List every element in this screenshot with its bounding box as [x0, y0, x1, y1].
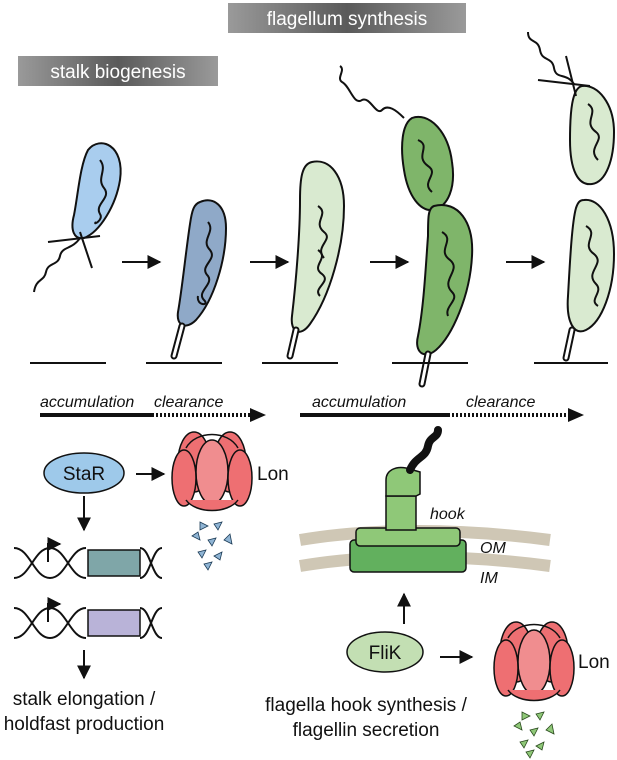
im-label: IM [480, 570, 498, 587]
cell-swarmer-chromosome [94, 159, 107, 225]
right-outcome-line2: flagellin secretion [293, 720, 440, 741]
hook-label: hook [430, 506, 466, 523]
om-label: OM [480, 540, 506, 557]
flik-node: FliK [346, 631, 424, 673]
cell-predivisional-2-bottom [416, 204, 474, 356]
cell-predivisional-2 [339, 65, 474, 388]
timeline-left-accumulation-label: accumulation [40, 394, 134, 411]
flagellin-filament [406, 426, 442, 474]
cell-daughter-stalked-chromosome [585, 225, 600, 307]
lon-label-left: Lon [257, 464, 289, 485]
lon-protease-right [493, 621, 575, 702]
cell-swarmer [33, 142, 122, 293]
rod [385, 495, 417, 531]
timeline-right-accumulation-label: accumulation [312, 394, 406, 411]
cell-predivisional-1-stalk [288, 328, 298, 358]
gene-1-promoter-arrow [47, 537, 62, 562]
cell-predivisional-1-body [290, 160, 346, 333]
lon-protease-left [171, 431, 253, 512]
timeline-right: accumulation clearance [300, 394, 584, 422]
timeline-left-clearance-label: clearance [154, 394, 223, 411]
degraded-fragments-right [513, 711, 555, 759]
cell-predivisional-2-flagellum [339, 65, 405, 119]
banner-stalk-bg [18, 56, 218, 86]
left-outcome-line1: stalk elongation / [13, 689, 156, 710]
cell-daughter-swarmer-flagellum [527, 31, 575, 85]
cell-daughter-swarmer [527, 31, 616, 186]
gene-2-box [87, 609, 141, 637]
cell-predivisional-2-chromosome-top [417, 139, 433, 193]
timeline-right-arrowhead [568, 408, 584, 422]
cell-stalked-1-body [176, 199, 228, 327]
gene-2-promoter-arrow [47, 597, 62, 622]
hook-structure [385, 466, 421, 497]
timeline-right-clearance-label: clearance [466, 394, 535, 411]
gene-2 [13, 597, 163, 640]
banner-flagellum-text: flagellum synthesis [267, 9, 428, 30]
cell-predivisional-1-chromosome-b [317, 249, 326, 297]
star-ellipse [43, 452, 125, 494]
cell-swarmer-pili [47, 235, 101, 243]
gene-1 [13, 537, 163, 580]
cell-daughter-swarmer-pili-2 [565, 55, 577, 97]
flagellar-basal-body [349, 426, 467, 573]
cell-predivisional-2-stalk [420, 352, 430, 386]
cell-daughter-swarmer-chromosome [587, 103, 600, 161]
cell-swarmer-flagellum [33, 237, 81, 293]
banner-flagellum-bg [228, 3, 466, 33]
timeline-left-arrowhead [250, 408, 266, 422]
cell-swarmer-body [71, 142, 122, 240]
cell-stalked-1-chromosome [196, 221, 213, 306]
cell-daughter-swarmer-body [568, 84, 616, 186]
cell-daughter-swarmer-pili-1 [537, 79, 591, 87]
cell-daughter-stalked [534, 198, 616, 364]
cell-daughter-stalked-stalk [564, 328, 574, 360]
banner-stalk-biogenesis: stalk biogenesis [18, 56, 218, 86]
star-label: StaR [63, 464, 105, 485]
banner-stalk-text: stalk biogenesis [50, 62, 185, 83]
cell-predivisional-2-top [401, 115, 454, 212]
flik-label: FliK [369, 643, 402, 664]
right-outcome-line1: flagella hook synthesis / [265, 695, 467, 716]
gene-1-box [87, 549, 141, 577]
left-outcome-line2: holdfast production [4, 714, 165, 735]
star-node: StaR [43, 452, 125, 494]
lon-label-right: Lon [578, 652, 610, 673]
timeline-left: accumulation clearance [40, 394, 266, 422]
banner-flagellum-synthesis: flagellum synthesis [228, 3, 466, 33]
cell-stalked-1 [146, 199, 228, 364]
cell-predivisional-1 [262, 160, 346, 364]
cell-swarmer-pili-2 [79, 231, 93, 269]
cell-predivisional-1-chromosome-a [317, 205, 328, 259]
cell-predivisional-2-chromosome-bottom [441, 231, 456, 317]
flik-ellipse [346, 631, 424, 673]
cell-daughter-stalked-body [566, 198, 616, 333]
degraded-fragments-left [191, 521, 233, 571]
